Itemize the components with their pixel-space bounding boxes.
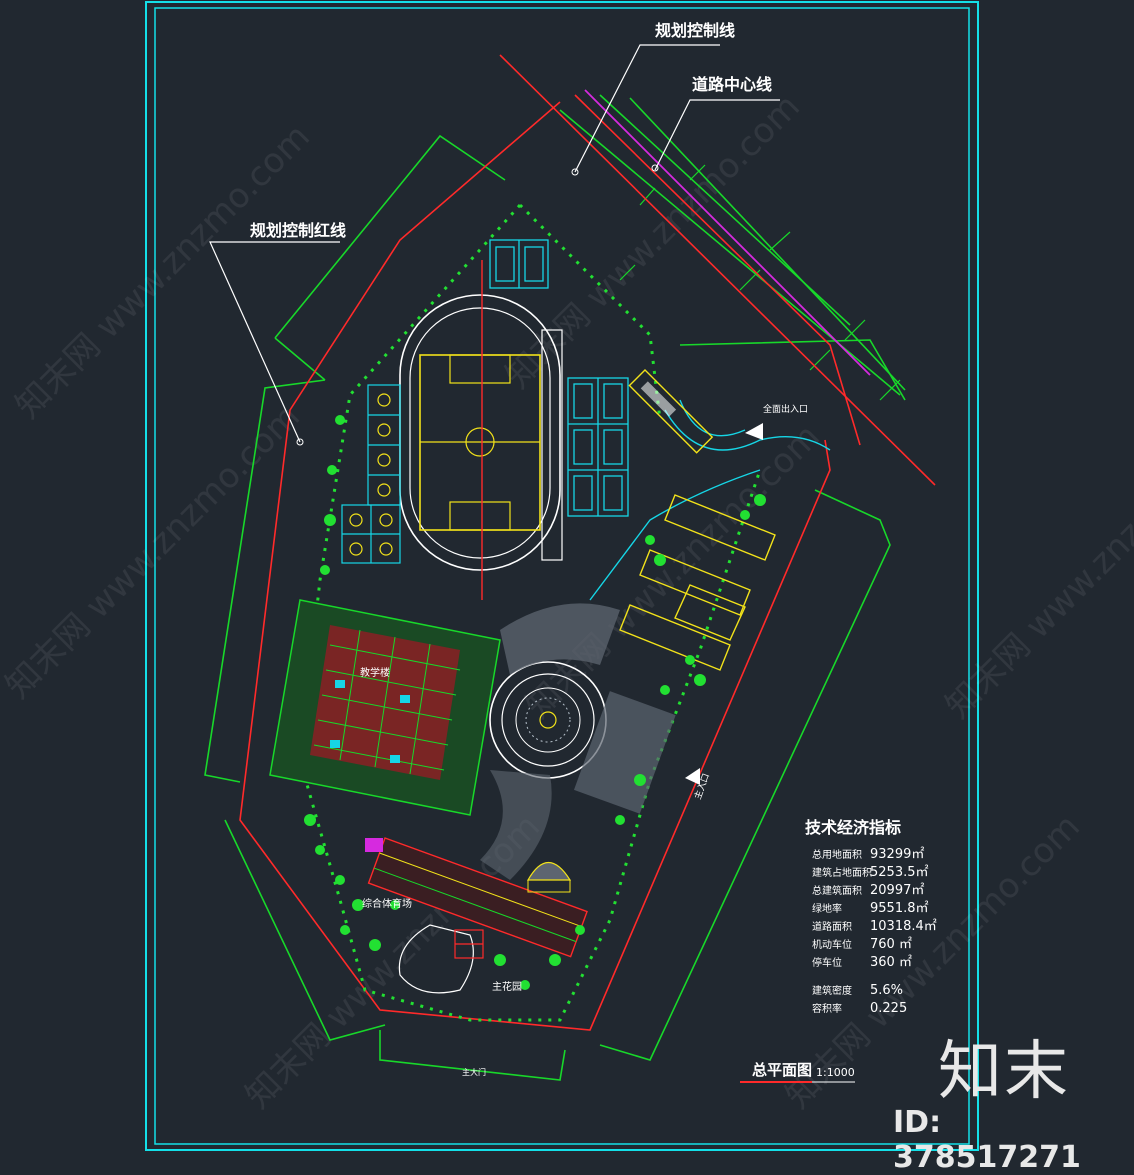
- indicator-value: 93299㎡: [870, 847, 924, 862]
- brand-logo: 知末: [938, 1035, 1070, 1109]
- indicator-label: 建筑占地面积: [812, 866, 872, 879]
- entrance-marker: [745, 423, 763, 440]
- indicator-value: 360 ㎡: [870, 955, 912, 970]
- indicator-value: 5253.5㎡: [870, 865, 929, 880]
- indicator-value: 0.225: [870, 1001, 907, 1016]
- indicators-heading: 技术经济指标: [805, 818, 901, 837]
- central-plaza: [480, 603, 676, 880]
- outer-frame: [145, 1, 979, 1151]
- indicator-label: 停车位: [812, 956, 842, 969]
- entrance-marker: [685, 768, 700, 785]
- label-north-entrance: 全面出入口: [763, 403, 808, 415]
- green-boundary: [204, 94, 906, 1081]
- callout-dot: [651, 164, 659, 172]
- tennis-courts-top: [489, 239, 549, 289]
- callout-planning-line: 规划控制线: [655, 21, 735, 40]
- watermark: 知末网 www.znzmo.com: [938, 417, 1134, 727]
- watermark: 知末网 www.znzmo.com: [0, 397, 308, 707]
- callout-leaders: [209, 44, 780, 443]
- indicator-value: 5.6%: [870, 983, 903, 998]
- trees: [304, 415, 766, 990]
- drawing-scale: 1:1000: [816, 1066, 855, 1079]
- dorm-buildings: [619, 494, 776, 671]
- label-fitness-area: 综合体育场: [362, 897, 412, 910]
- teaching-building: [269, 599, 501, 816]
- courts-right: [567, 377, 629, 517]
- asset-id: ID: 378517271: [893, 1105, 1081, 1175]
- callout-dot: [571, 168, 579, 176]
- indicator-label: 机动车位: [812, 938, 852, 951]
- label-south-gate: 主大门: [462, 1067, 486, 1077]
- indicator-label: 总用地面积: [812, 848, 862, 861]
- indicator-label: 道路面积: [812, 920, 852, 933]
- indicator-value: 20997㎡: [870, 883, 924, 898]
- drawing-title: 总平面图: [752, 1061, 812, 1079]
- callout-road-center-line: 道路中心线: [692, 75, 772, 94]
- pavilion: [526, 862, 572, 893]
- indicator-label: 建筑密度: [812, 984, 852, 997]
- indicator-value: 10318.4㎡: [870, 919, 937, 934]
- watermark: 知末网 www.znzmo.com: [8, 117, 318, 427]
- watermark: 知末网 www.znzmo.com: [518, 417, 828, 727]
- garden: [398, 924, 484, 994]
- red-control-line: [239, 54, 936, 1031]
- gate-house: [628, 369, 714, 454]
- callout-red-line: 规划控制红线: [250, 221, 346, 240]
- south-building: [367, 837, 588, 958]
- indicator-label: 总建筑面积: [812, 884, 862, 897]
- dimension-ticks: [619, 164, 901, 401]
- label-teaching: 教学楼: [360, 666, 390, 679]
- callout-dot: [296, 438, 304, 446]
- indicator-value: 760 ㎡: [870, 937, 912, 952]
- basketball-courts: [341, 384, 401, 564]
- stair-block: [365, 838, 383, 852]
- indicator-label: 绿地率: [812, 902, 842, 915]
- watermark-group: 知末网 www.znzmo.com 知末网 www.znzmo.com 知末网 …: [0, 87, 1134, 1117]
- label-garden: 主花园: [492, 980, 522, 993]
- indicator-value: 9551.8㎡: [870, 901, 929, 916]
- inner-frame: [154, 7, 970, 1145]
- indicator-label: 容积率: [812, 1002, 842, 1015]
- road-line-magenta: [584, 89, 871, 376]
